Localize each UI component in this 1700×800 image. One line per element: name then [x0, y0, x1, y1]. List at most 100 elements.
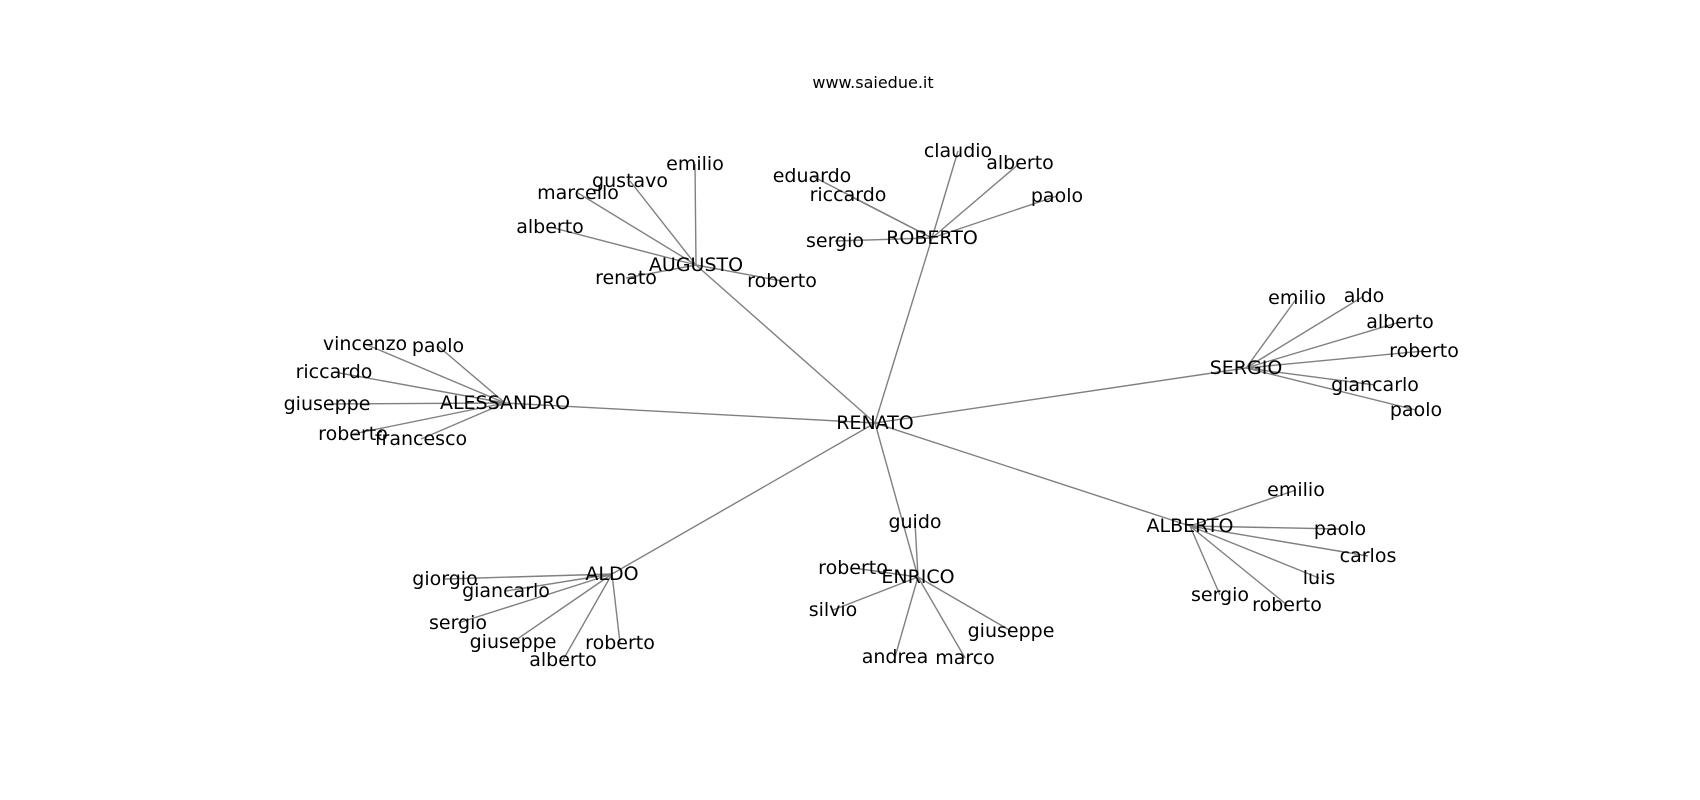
edge-enrico-silvio	[832, 576, 919, 611]
leaf-node-label: roberto	[818, 557, 888, 579]
edge-root-augusto	[695, 264, 876, 424]
leaf-node-label: aldo	[1344, 285, 1385, 307]
leaf-node-label: francesco	[375, 428, 467, 450]
leaf-node-label: marco	[935, 647, 995, 669]
edge-alberto-paolo	[1189, 525, 1341, 530]
leaf-node-label: guido	[888, 511, 941, 533]
edge-alberto-emilio	[1189, 489, 1297, 527]
leaf-node-label: marcello	[537, 182, 619, 204]
edge-sergio-paolo	[1245, 367, 1417, 411]
edge-alberto-luis	[1189, 525, 1320, 579]
leaf-node-label: sergio	[806, 230, 864, 252]
root-node-label: RENATO	[836, 412, 914, 434]
labels-layer: RENATOAUGUSTOemiliogustavomarcelloalbert…	[284, 140, 1459, 671]
edge-augusto-renato	[625, 264, 697, 279]
edge-augusto-emilio	[694, 163, 697, 266]
leaf-node-label: giuseppe	[968, 620, 1055, 642]
edge-root-alberto	[874, 422, 1191, 527]
leaf-node-label: renato	[595, 267, 657, 289]
hub-node-label: SERGIO	[1210, 357, 1283, 379]
edge-roberto-sergio	[834, 237, 933, 242]
edge-sergio-emilio	[1245, 297, 1298, 369]
edge-alberto-roberto	[1189, 525, 1288, 606]
edge-roberto-claudio	[931, 150, 959, 239]
leaf-node-label: paolo	[1031, 185, 1083, 207]
edge-sergio-giancarlo	[1245, 367, 1376, 386]
edge-root-enrico	[874, 422, 919, 578]
leaf-node-label: riccardo	[810, 184, 887, 206]
edge-alessandro-roberto	[352, 402, 506, 435]
edge-enrico-giuseppe	[917, 576, 1012, 632]
edge-enrico-andrea	[894, 576, 919, 658]
leaf-node-label: gustavo	[592, 170, 668, 192]
edge-augusto-gustavo	[629, 180, 697, 266]
leaf-node-label: sergio	[1191, 584, 1249, 606]
leaf-node-label: silvio	[809, 599, 858, 621]
leaf-node-label: alberto	[986, 152, 1054, 174]
edge-aldo-giancarlo	[505, 573, 613, 592]
leaf-node-label: alberto	[516, 216, 584, 238]
leaf-node-label: riccardo	[296, 361, 373, 383]
edge-enrico-guido	[914, 521, 919, 578]
hub-node-label: ENRICO	[881, 566, 954, 588]
edge-aldo-sergio	[457, 573, 613, 624]
leaf-node-label: giuseppe	[284, 393, 371, 415]
hub-node-label: AUGUSTO	[649, 254, 743, 276]
edge-sergio-aldo	[1245, 295, 1365, 369]
site-title: www.saiedue.it	[812, 73, 933, 92]
edge-aldo-giorgio	[444, 573, 613, 580]
leaf-node-label: alberto	[1366, 311, 1434, 333]
leaf-node-label: emilio	[1267, 479, 1325, 501]
edge-alessandro-paolo	[437, 345, 506, 404]
leaf-node-label: paolo	[1314, 518, 1366, 540]
leaf-node-label: sergio	[429, 612, 487, 634]
leaf-node-label: roberto	[747, 270, 817, 292]
leaf-node-label: giancarlo	[1331, 374, 1419, 396]
edge-sergio-roberto	[1245, 350, 1425, 369]
edge-alessandro-francesco	[420, 402, 506, 440]
edge-enrico-marco	[917, 576, 966, 659]
edge-root-alessandro	[504, 402, 876, 424]
leaf-node-label: eduardo	[773, 165, 852, 187]
leaf-node-label: emilio	[1268, 287, 1326, 309]
edge-sergio-alberto	[1245, 321, 1401, 369]
edge-alberto-carlos	[1189, 525, 1369, 557]
leaf-node-label: andrea	[862, 646, 928, 668]
edge-alessandro-vincenzo	[364, 343, 506, 404]
leaf-node-label: vincenzo	[323, 333, 407, 355]
edge-roberto-paolo	[931, 195, 1058, 239]
leaf-node-label: roberto	[318, 423, 388, 445]
edge-alberto-sergio	[1189, 525, 1221, 596]
edge-root-aldo	[611, 422, 876, 575]
edge-alessandro-riccardo	[333, 371, 506, 404]
leaf-node-label: alberto	[529, 649, 597, 671]
leaf-node-label: emilio	[666, 153, 724, 175]
leaf-node-label: roberto	[585, 632, 655, 654]
leaf-node-label: giorgio	[412, 568, 477, 590]
hub-node-label: ALDO	[585, 563, 638, 585]
leaf-node-label: paolo	[412, 335, 464, 357]
edge-root-roberto	[874, 237, 933, 424]
edge-aldo-alberto	[562, 573, 613, 661]
leaf-node-label: giancarlo	[462, 580, 550, 602]
leaf-node-label: giuseppe	[470, 631, 557, 653]
edge-aldo-giuseppe	[512, 573, 613, 643]
leaf-node-label: roberto	[1252, 594, 1322, 616]
leaf-node-label: paolo	[1390, 399, 1442, 421]
edges-layer	[326, 150, 1425, 661]
hub-node-label: ROBERTO	[886, 227, 978, 249]
edge-root-sergio	[874, 367, 1247, 424]
edge-augusto-roberto	[695, 264, 783, 282]
leaf-node-label: luis	[1303, 567, 1336, 589]
leaf-node-label: claudio	[924, 140, 992, 162]
edge-enrico-roberto	[852, 567, 919, 578]
leaf-node-label: roberto	[1389, 340, 1459, 362]
edge-roberto-riccardo	[847, 194, 933, 239]
edge-roberto-alberto	[931, 162, 1021, 239]
hub-node-label: ALESSANDRO	[440, 392, 570, 414]
hub-node-label: ALBERTO	[1146, 515, 1233, 537]
edge-alessandro-giuseppe	[326, 402, 506, 405]
leaf-node-label: carlos	[1340, 545, 1397, 567]
edge-augusto-alberto	[549, 226, 697, 266]
